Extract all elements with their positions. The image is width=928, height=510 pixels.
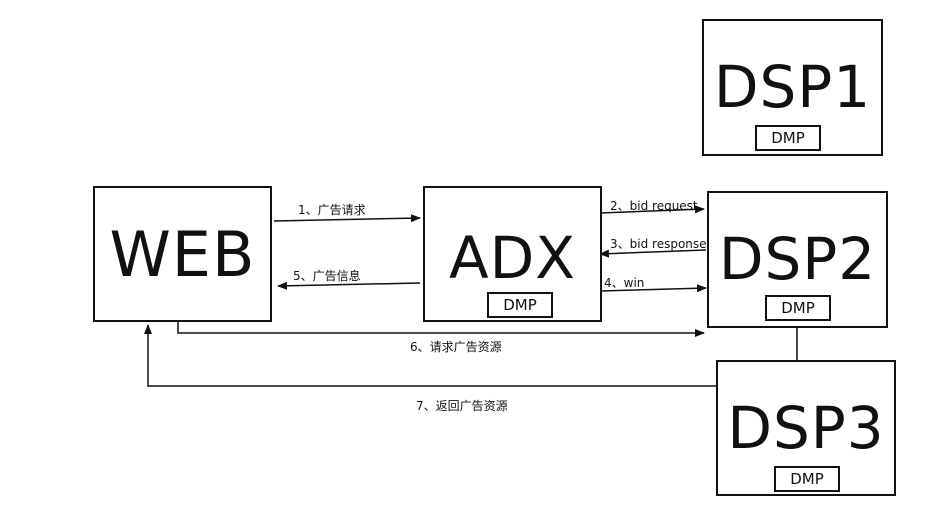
dsp1-node: DSP1 DMP: [702, 19, 883, 156]
edge-label-3: 3、bid response: [610, 237, 707, 251]
web-node: WEB: [93, 186, 272, 322]
edge-label-6: 6、请求广告资源: [410, 340, 502, 354]
arrow-bid-response: [599, 249, 707, 258]
dsp2-dmp-box: DMP: [765, 295, 831, 321]
dsp3-dmp-box: DMP: [774, 466, 840, 492]
arrow-bid-request: [599, 205, 705, 214]
edge-label-7: 7、返回广告资源: [416, 399, 508, 413]
web-label: WEB: [109, 218, 256, 291]
adx-node: ADX DMP: [423, 186, 602, 322]
dsp2-node: DSP2 DMP: [707, 191, 888, 328]
dsp1-label: DSP1: [713, 53, 872, 121]
arrow-ad-request: [273, 214, 421, 223]
edge-label-4: 4、win: [604, 276, 645, 290]
dsp3-node: DSP3 DMP: [716, 360, 896, 496]
arrow-request-ad-resource: [177, 322, 705, 337]
edge-label-1: 1、广告请求: [298, 203, 366, 217]
dsp2-label: DSP2: [718, 225, 877, 293]
edge-label-5: 5、广告信息: [293, 269, 361, 283]
adx-dmp-box: DMP: [487, 292, 553, 318]
arrow-ad-info: [277, 281, 421, 290]
dsp1-dmp-box: DMP: [755, 125, 821, 151]
arrow-return-ad-resource: [144, 324, 798, 387]
arrow-win: [599, 284, 707, 293]
dsp3-label: DSP3: [727, 394, 885, 462]
adx-label: ADX: [448, 224, 577, 292]
edge-label-2: 2、bid request: [610, 199, 698, 213]
